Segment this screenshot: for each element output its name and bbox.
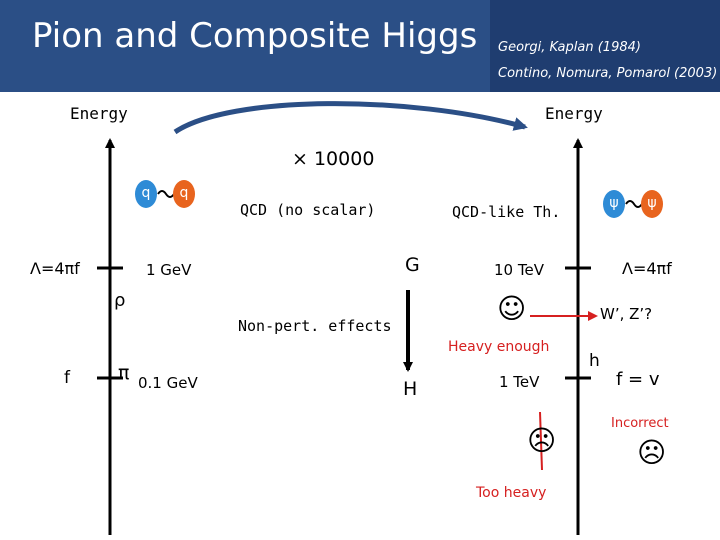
- qcd-no-scalar-label: QCD (no scalar): [240, 201, 376, 219]
- right-lambda-label: Λ=4πf: [622, 259, 672, 278]
- right-scale-1tev: 1 TeV: [499, 373, 540, 391]
- red-line-too-heavy: [539, 411, 543, 471]
- right-scale-10tev: 10 TeV: [494, 261, 544, 279]
- scale-factor: × 10000: [292, 148, 375, 170]
- quark-binding-squiggle: [157, 190, 175, 198]
- reference-contino-nomura-pomarol: Contino, Nomura, Pomarol (2003): [498, 66, 718, 81]
- big-h-label: H: [403, 378, 418, 400]
- frown-icon-right: ☹: [637, 436, 667, 469]
- smile-icon: ☺: [497, 292, 527, 325]
- pi-label: π: [118, 362, 130, 384]
- w-z-prime-label: W’, Z’?: [600, 305, 653, 323]
- left-scale-0-1gev: 0.1 GeV: [138, 374, 198, 392]
- quark-bubble-right: q: [173, 180, 195, 208]
- incorrect-label: Incorrect: [611, 416, 669, 431]
- left-energy-label: Energy: [70, 104, 128, 123]
- reference-panel: [490, 0, 720, 92]
- small-h-label: h: [589, 351, 600, 371]
- heavy-enough-label: Heavy enough: [448, 339, 550, 355]
- psi-binding-squiggle: [625, 200, 643, 208]
- psi-bubble-right: ψ: [641, 190, 663, 218]
- rho-label: ρ: [114, 290, 126, 311]
- f-equals-v-label: f = v: [616, 369, 660, 390]
- too-heavy-label: Too heavy: [476, 485, 547, 501]
- right-energy-label: Energy: [545, 104, 603, 123]
- g-label: G: [405, 254, 420, 276]
- left-lambda-label: Λ=4πf: [30, 259, 80, 278]
- frown-icon-left: ☹: [527, 424, 557, 457]
- non-perturbative-effects-label: Non-pert. effects: [238, 317, 392, 335]
- left-scale-1gev: 1 GeV: [146, 261, 192, 279]
- scale-up-curved-arrow: [173, 101, 528, 135]
- psi-bubble-left: ψ: [603, 190, 625, 218]
- reference-georgi-kaplan: Georgi, Kaplan (1984): [498, 40, 641, 55]
- qcd-like-theory-label: QCD-like Th.: [452, 203, 561, 221]
- left-f-label: f: [64, 368, 70, 388]
- quark-bubble-left: q: [135, 180, 157, 208]
- slide-title: Pion and Composite Higgs: [32, 16, 478, 56]
